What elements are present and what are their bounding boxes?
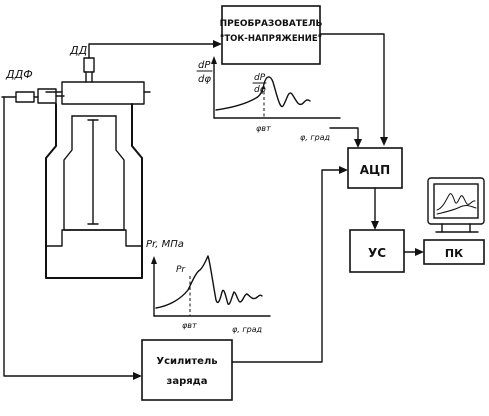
monitor [427,177,485,233]
bottom-peak-label: Pr [176,265,186,275]
top-ylabel-numerator: dP [198,60,211,71]
converter-block: ПРЕОБРАЗОВАТЕЛЬ "ТОК-НАПРЯЖЕНИЕ" [220,5,323,65]
top-annot-numerator: dP [254,73,266,83]
pc-block: ПК [423,239,485,265]
connector-topplot-to-adc [329,127,362,148]
top-plot: dP dφ dP dφ φвт φ, град [196,56,341,142]
amplifier-label: УС [368,246,386,260]
charge-amplifier-label-line2: заряда [167,376,208,387]
charge-amplifier-block: Усилитель заряда [141,339,233,401]
converter-label-line1: ПРЕОБРАЗОВАТЕЛЬ [220,19,323,29]
sensor-dd-label: ДД [69,44,88,57]
connector-charge-amp-to-adc [231,166,348,363]
connector-ddf-to-charge-amp [3,96,142,380]
top-ylabel-denominator: dφ [198,74,211,85]
bottom-x-marker: φвт [182,321,197,330]
pressure-vessel [45,81,151,279]
converter-label-line2: "ТОК-НАПРЯЖЕНИЕ" [220,34,322,44]
sensor-dd: ДД [69,44,95,83]
adc-label: АЦП [360,163,390,177]
connector-adc-to-amplifier [371,187,379,230]
adc-block: АЦП [347,147,403,189]
sensor-ddf: ДДФ [1,68,65,104]
connector-converter-to-adc [319,33,388,146]
connector-dd-to-converter [88,40,222,59]
bottom-plot: Pr, МПа Pr φвт φ, град [146,239,271,334]
pc-label: ПК [445,247,463,260]
amplifier-block: УС [349,229,405,273]
top-xlabel: φ, град [300,133,331,142]
bottom-ylabel: Pr, МПа [146,239,184,250]
charge-amplifier-label-line1: Усилитель [156,356,217,367]
sensor-ddf-label: ДДФ [5,68,33,81]
connector-amplifier-to-pc [403,248,424,256]
top-x-marker: φвт [256,124,271,133]
bottom-xlabel: φ, град [232,325,263,334]
top-annot-denominator: dφ [254,85,266,95]
